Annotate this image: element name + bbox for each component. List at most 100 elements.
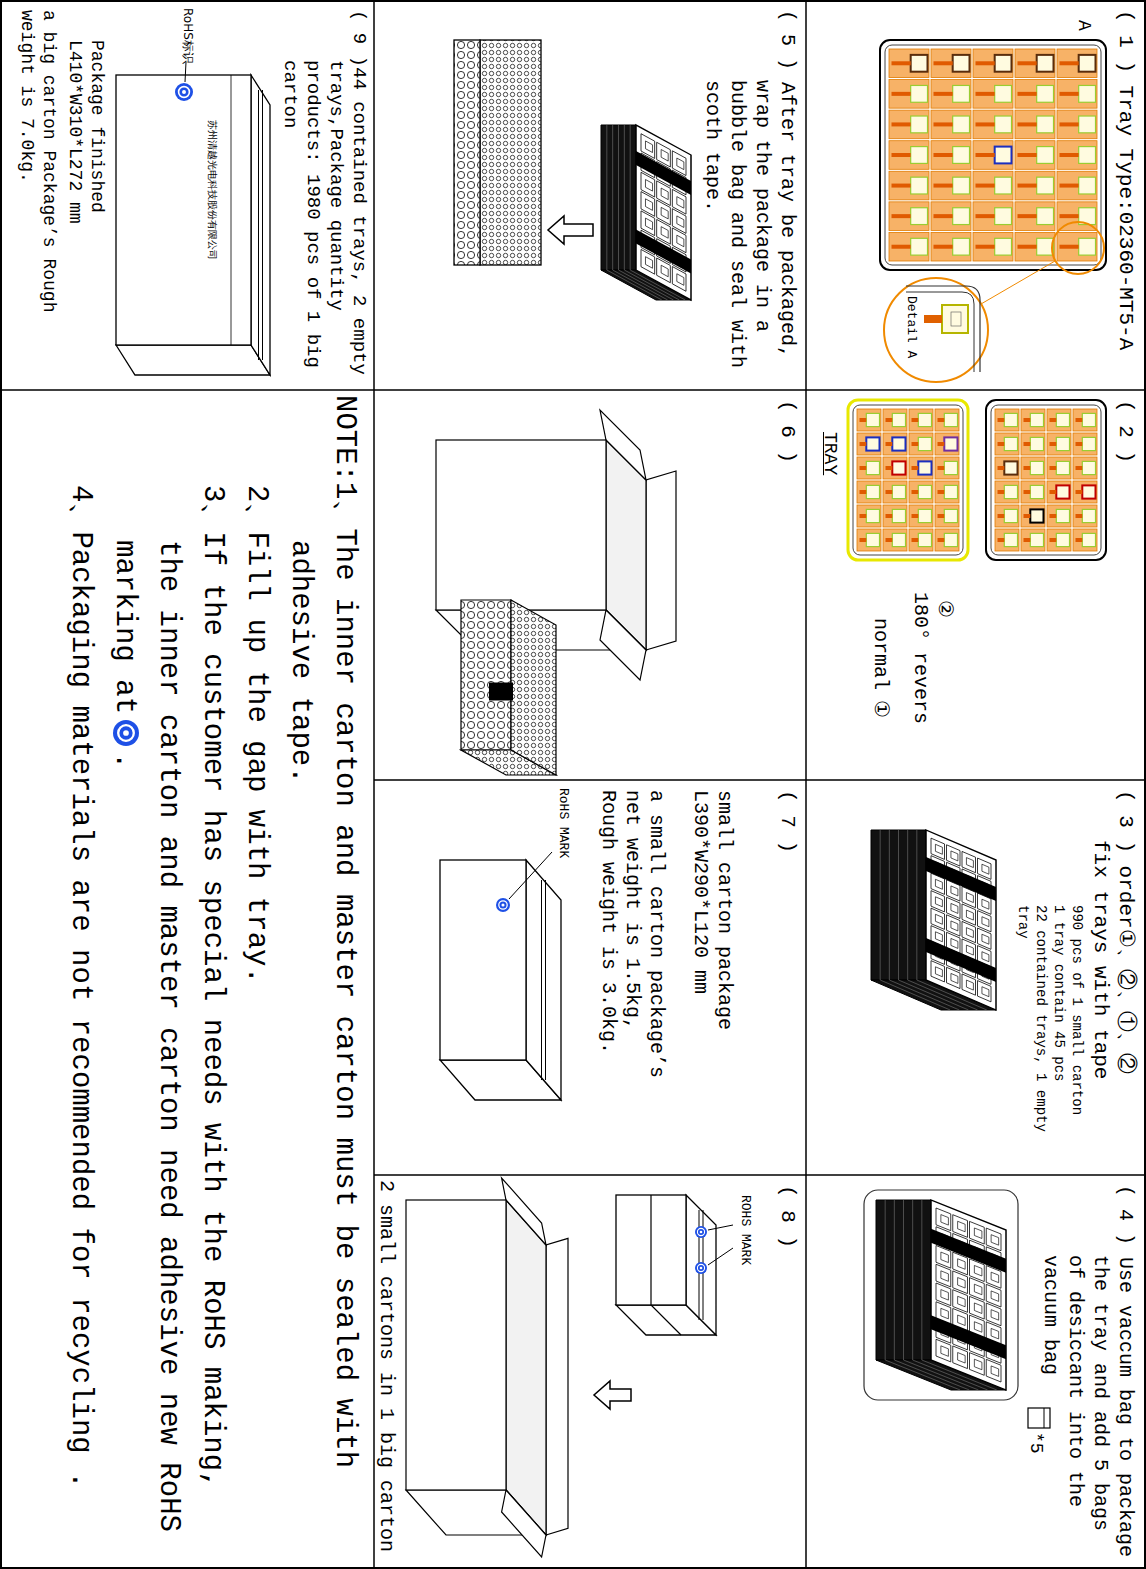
- tray-pocket: [1073, 433, 1097, 455]
- tray-pocket: [889, 171, 929, 200]
- chip: [911, 208, 928, 225]
- leader-line: [708, 1225, 733, 1230]
- step-text: ( 7 ): [775, 790, 800, 910]
- chip: [1056, 461, 1069, 474]
- flex-tail: [976, 153, 995, 157]
- tray-pocket: [973, 232, 1013, 261]
- carton-seam: [258, 90, 259, 360]
- flex-tail: [1018, 61, 1037, 65]
- top-face: [931, 1200, 1006, 1390]
- chip: [982, 899, 989, 909]
- chip: [661, 265, 668, 277]
- chip: [951, 851, 958, 861]
- bubble-bag: [480, 40, 541, 265]
- chip: [677, 197, 684, 209]
- flex-tail: [1018, 122, 1037, 126]
- text: ( 9 )44 contained trays, 2 empty trays,P…: [279, 10, 370, 375]
- rohs-mark-disc: [695, 1226, 707, 1238]
- chip: [1004, 509, 1017, 522]
- tray-pocket: [936, 1339, 951, 1362]
- flex-tail: [886, 418, 893, 422]
- flex-tail: [912, 538, 919, 542]
- chip: [935, 914, 942, 924]
- chip: [1079, 85, 1096, 102]
- chip: [1079, 238, 1096, 255]
- step-cell: ( 6 ): [374, 390, 806, 780]
- chip: [1030, 437, 1043, 450]
- chip: [645, 257, 652, 269]
- chip: [966, 910, 973, 920]
- tray-pocket: [935, 481, 959, 503]
- chip: [661, 150, 668, 162]
- step-text: ( 1 ) Tray Type:02360-MT5-A: [1113, 10, 1138, 380]
- grid-line: [0, 389, 1146, 391]
- tray-pocket: [889, 80, 929, 109]
- chip: [911, 238, 928, 255]
- flex-tail: [912, 514, 919, 518]
- chip: [935, 897, 942, 907]
- step-text: ( 2 ): [1113, 400, 1138, 520]
- stack-top: [636, 125, 691, 300]
- chip: [991, 1291, 999, 1302]
- chip: [1030, 461, 1043, 474]
- chip: [982, 864, 989, 874]
- flex-tail: [934, 61, 953, 65]
- tray-pocket: [947, 967, 961, 988]
- tray-pocket: [986, 1284, 1001, 1307]
- rohs-mark-dot: [123, 730, 129, 736]
- chip: [1056, 509, 1069, 522]
- bubble-bag-seal: [454, 40, 480, 265]
- chip: [1037, 55, 1054, 72]
- tray-pocket: [995, 457, 1019, 479]
- chip: [966, 980, 973, 990]
- carton-top: [526, 860, 561, 1100]
- flex-tail: [912, 466, 919, 470]
- chip-die: [951, 312, 961, 326]
- chip: [1004, 533, 1017, 546]
- tray-pocket: [641, 249, 655, 274]
- chip: [995, 208, 1012, 225]
- rohs-mark-ring: [697, 1264, 704, 1271]
- rohs-mark: [113, 720, 139, 746]
- chip: [1030, 509, 1043, 522]
- tape: [926, 857, 996, 901]
- step-detail: 4、Packaging materials are not recommende…: [58, 395, 102, 1557]
- tray-pocket: [1015, 110, 1055, 139]
- bubble-package: [461, 600, 556, 775]
- chip: [1037, 147, 1054, 164]
- tray-pocket: [857, 481, 881, 503]
- tray-pocket: [931, 961, 945, 982]
- step-text: ( 3 ) order①、②、①、② fix trays with tape: [1088, 790, 1138, 1090]
- tray-pocket: [1057, 171, 1097, 200]
- text: ( 1 ) Tray Type:02360-MT5-A: [1114, 10, 1137, 350]
- chip: [1056, 437, 1069, 450]
- flex-tail: [886, 538, 893, 542]
- tray-pocket: [909, 529, 933, 551]
- label: RoHS标识: [180, 8, 194, 64]
- stack-top: [926, 830, 996, 1010]
- chip: [1082, 413, 1095, 426]
- carton-front: [116, 75, 251, 345]
- tray-pocket: [931, 232, 971, 261]
- step-text: ( 8 ): [775, 1185, 800, 1305]
- chip: [944, 413, 957, 426]
- chip: [991, 1272, 999, 1283]
- tray-pocket: [973, 49, 1013, 78]
- tray-pocket: [953, 1290, 968, 1313]
- tray-pocket: [1047, 529, 1071, 551]
- chip: [661, 188, 668, 200]
- flex-tail: [1060, 61, 1079, 65]
- flex-tail: [1018, 184, 1037, 188]
- chip: [1082, 437, 1095, 450]
- flex-tail: [976, 214, 995, 218]
- tray-stack: [876, 1200, 1006, 1390]
- chip: [966, 858, 973, 868]
- tray-pocket: [657, 258, 671, 283]
- tray-pocket: [909, 433, 933, 455]
- rohs-mark-disc: [113, 720, 139, 746]
- chip: [958, 1296, 966, 1307]
- carton: [116, 75, 270, 375]
- flex-tail: [976, 184, 995, 188]
- tray-pocket: [1015, 232, 1055, 261]
- chip: [974, 1265, 982, 1276]
